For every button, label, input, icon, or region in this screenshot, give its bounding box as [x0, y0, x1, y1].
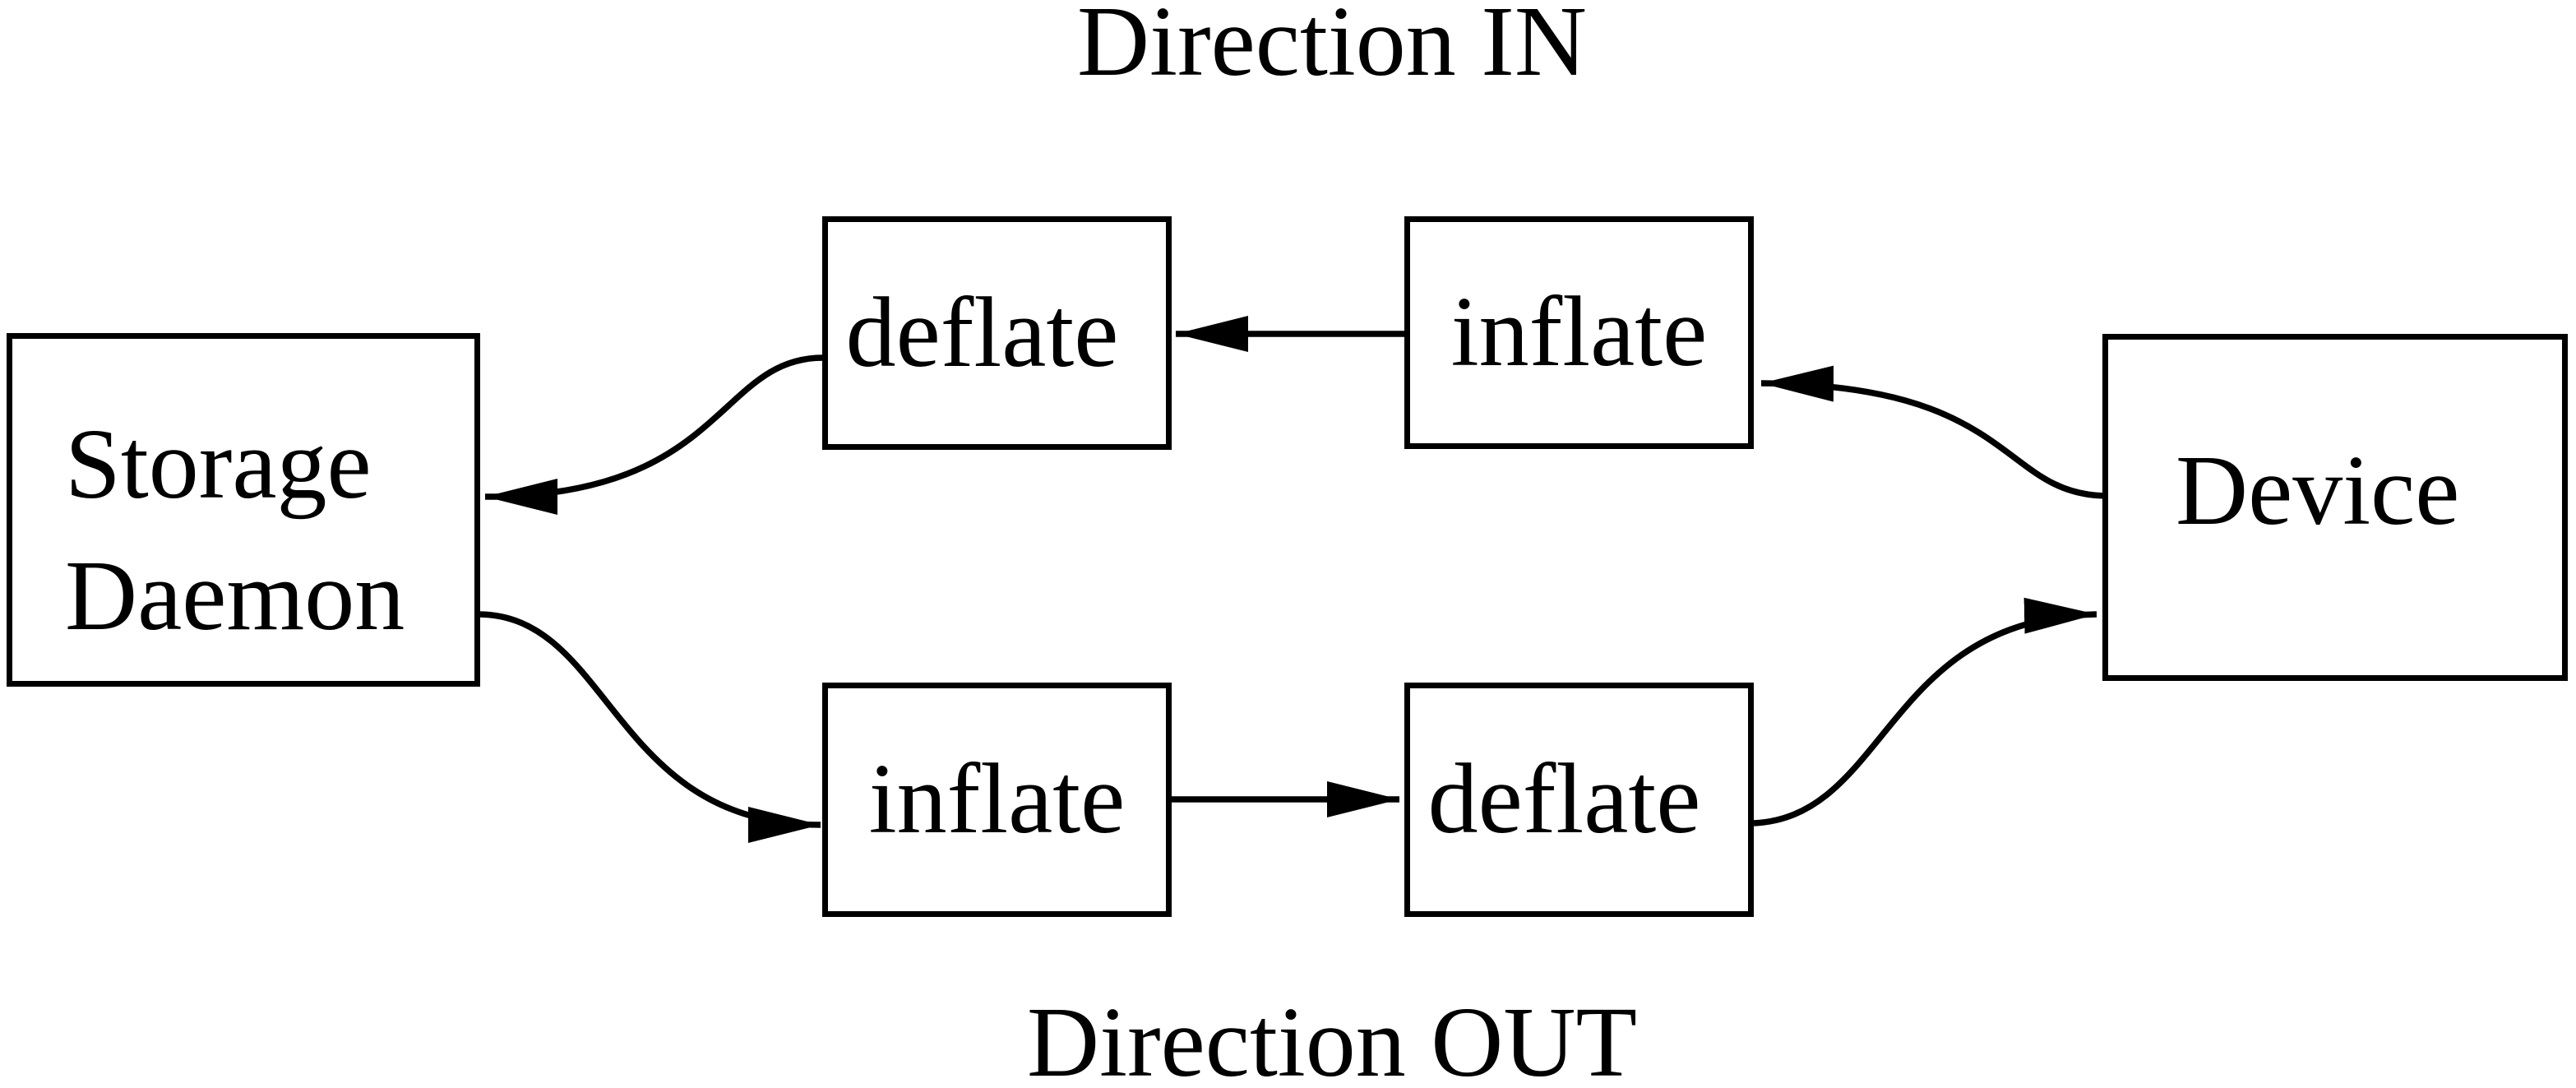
- node-inflate-out: inflate: [822, 683, 1172, 917]
- node-inflate-in-label: inflate: [1450, 276, 1708, 388]
- node-storage-daemon-label-line2: Daemon: [65, 540, 405, 651]
- node-device: Device: [2102, 334, 2568, 681]
- arrow-deflate-to-storage-in: [484, 354, 824, 515]
- node-device-label: Device: [2176, 434, 2460, 546]
- node-storage-daemon: Storage Daemon: [7, 333, 480, 687]
- node-deflate-out-label: deflate: [1427, 743, 1701, 855]
- node-deflate-out: deflate: [1404, 683, 1754, 917]
- node-inflate-out-label: inflate: [868, 743, 1126, 855]
- title-direction-out: Direction OUT: [1027, 987, 1637, 1088]
- arrow-storage-to-inflate-out: [479, 611, 821, 843]
- node-deflate-in: deflate: [822, 216, 1172, 450]
- node-inflate-in: inflate: [1404, 216, 1754, 449]
- node-storage-daemon-label-line1: Storage: [65, 409, 372, 521]
- arrow-deflate-to-device-out: [1753, 597, 2097, 826]
- arrow-device-to-inflate-in: [1760, 365, 2106, 499]
- node-deflate-in-label: deflate: [845, 276, 1119, 388]
- title-direction-in: Direction IN: [1077, 0, 1587, 97]
